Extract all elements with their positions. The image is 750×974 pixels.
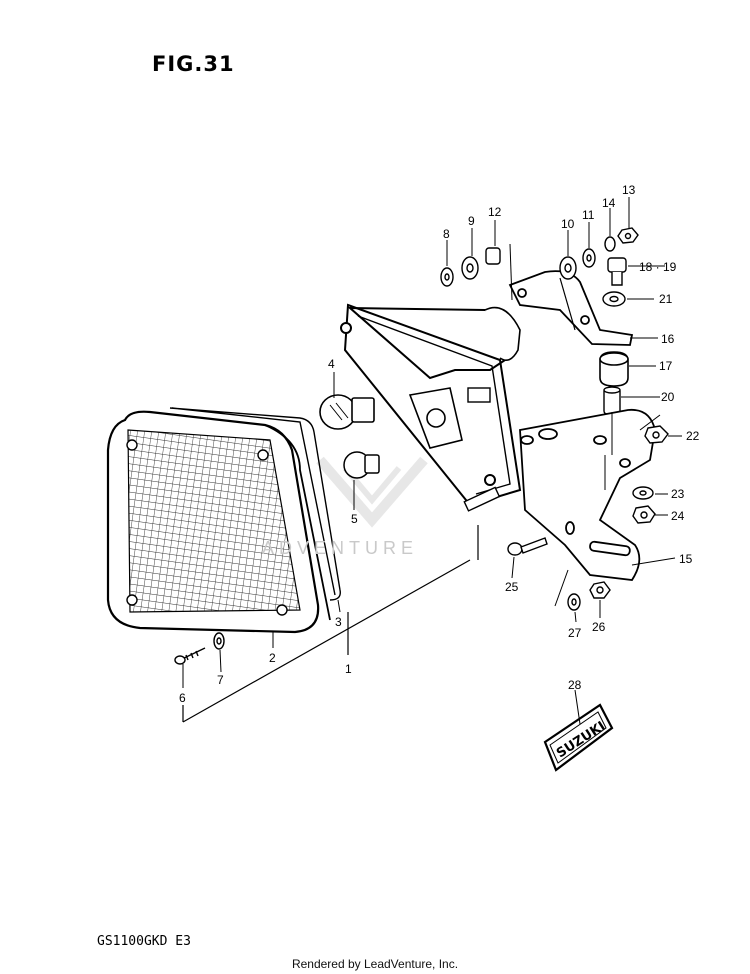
washer-part-27 xyxy=(567,593,581,611)
callout-13: 13 xyxy=(622,183,636,197)
model-code: GS1100GKD E3 xyxy=(97,934,191,949)
footer-credit: Rendered by LeadVenture, Inc. xyxy=(291,957,459,971)
nut-part-24 xyxy=(632,505,656,524)
nut-part-13 xyxy=(617,227,639,244)
callout-21: 21 xyxy=(659,292,673,306)
bulb-part-4 xyxy=(319,394,375,430)
nut-part-22 xyxy=(644,425,669,444)
callout-17: 17 xyxy=(659,359,673,373)
bolt-part-18-19 xyxy=(607,257,627,286)
lens-part-2 xyxy=(106,410,331,634)
plate-bracket-part-15 xyxy=(519,408,656,581)
watermark-text: ADVENTURE xyxy=(262,538,419,558)
washer-part-7 xyxy=(213,632,225,650)
callout-16: 16 xyxy=(661,332,675,346)
light-housing xyxy=(340,303,522,512)
callout-15: 15 xyxy=(679,552,693,566)
figure-title: FIG.31 xyxy=(152,52,235,76)
callout-2: 2 xyxy=(269,651,276,665)
watermark-logo xyxy=(316,456,428,528)
bracket-part-16 xyxy=(508,270,634,346)
gasket-part-3 xyxy=(169,407,341,601)
callout-4: 4 xyxy=(328,357,335,371)
washer-part-21 xyxy=(602,291,626,307)
collar-part-20 xyxy=(603,386,621,415)
emblem-part-28: SUZUKI xyxy=(543,703,614,772)
callout-12: 12 xyxy=(488,205,502,219)
callout-27: 27 xyxy=(568,626,582,640)
washer-part-14 xyxy=(604,236,616,252)
washer-part-23 xyxy=(632,486,654,500)
washer-part-10 xyxy=(559,256,577,280)
callout-6: 6 xyxy=(179,691,186,705)
washer-part-8 xyxy=(440,267,454,287)
callout-5: 5 xyxy=(351,512,358,526)
screw-part-6 xyxy=(174,647,206,665)
assembly-1-outline xyxy=(182,525,479,723)
callout-11: 11 xyxy=(582,208,595,222)
callout-20: 20 xyxy=(661,390,675,404)
collar-part-12 xyxy=(485,247,501,265)
callout-18-19: 18 · 19 xyxy=(639,260,677,274)
callout-10: 10 xyxy=(561,217,575,231)
bulb-part-5 xyxy=(343,451,380,479)
callout-22: 22 xyxy=(686,429,700,443)
screw-part-25 xyxy=(507,537,548,556)
nut-part-26 xyxy=(589,581,611,599)
washer-part-9 xyxy=(461,256,479,280)
callout-14: 14 xyxy=(602,196,616,210)
callout-23: 23 xyxy=(671,487,685,501)
callout-8: 8 xyxy=(443,227,450,241)
callout-3: 3 xyxy=(335,615,342,629)
callout-28: 28 xyxy=(568,678,582,692)
cushion-part-17 xyxy=(599,351,629,387)
callout-24: 24 xyxy=(671,509,685,523)
callout-25: 25 xyxy=(505,580,519,594)
washer-part-11 xyxy=(582,248,596,268)
leader-lines xyxy=(182,197,682,725)
callout-1: 1 xyxy=(345,662,352,676)
callout-26: 26 xyxy=(592,620,606,634)
callout-labels: 1 2 3 4 5 6 7 8 9 10 11 12 13 14 15 16 1… xyxy=(179,183,700,705)
callout-7: 7 xyxy=(217,673,224,687)
callout-9: 9 xyxy=(468,214,475,228)
